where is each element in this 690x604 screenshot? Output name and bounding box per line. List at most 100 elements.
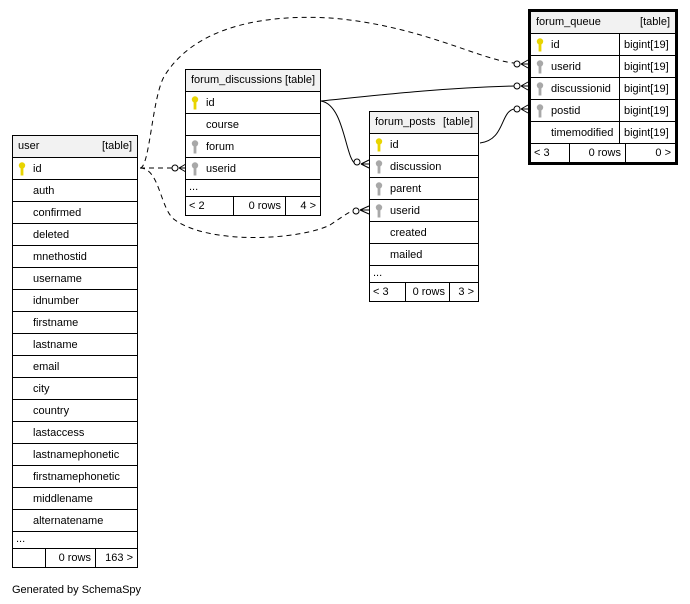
table-name[interactable]: forum_discussions bbox=[191, 74, 283, 86]
rel-discussions-forum-posts bbox=[320, 100, 357, 165]
table-type: [table] bbox=[443, 116, 473, 128]
rel-end-circle bbox=[352, 207, 360, 215]
foreign-key-icon bbox=[375, 204, 383, 218]
column-row[interactable]: firstnamephonetic bbox=[13, 466, 137, 488]
table-type: [table] bbox=[640, 16, 670, 28]
column-row[interactable]: mailed bbox=[370, 244, 478, 266]
column-row[interactable]: firstname bbox=[13, 312, 137, 334]
column-row[interactable]: id bbox=[186, 92, 320, 114]
rel-posts-forum-queue bbox=[479, 108, 515, 144]
column-row[interactable]: deleted bbox=[13, 224, 137, 246]
column-name-cell: firstnamephonetic bbox=[13, 466, 137, 487]
column-row[interactable]: country bbox=[13, 400, 137, 422]
foreign-key-icon bbox=[191, 162, 199, 176]
column-row[interactable]: id bbox=[13, 158, 137, 180]
column-row[interactable]: alternatename bbox=[13, 510, 137, 532]
column-name-cell: confirmed bbox=[13, 202, 137, 223]
column-row[interactable]: idnumber bbox=[13, 290, 137, 312]
column-name-cell: discussionid bbox=[531, 78, 619, 99]
column-row[interactable]: lastnamephonetic bbox=[13, 444, 137, 466]
children-count[interactable]: 3 > bbox=[458, 286, 474, 298]
primary-key-icon bbox=[536, 38, 544, 52]
column-name: lastnamephonetic bbox=[33, 449, 120, 461]
column-name: email bbox=[33, 361, 60, 373]
column-row[interactable]: course bbox=[186, 114, 320, 136]
column-name-cell: email bbox=[13, 356, 137, 377]
column-name-cell: id bbox=[13, 158, 137, 179]
crowfoot bbox=[178, 163, 187, 173]
column-name: confirmed bbox=[33, 207, 82, 219]
parents-count[interactable]: < 3 bbox=[531, 144, 570, 162]
column-name-cell: lastnamephonetic bbox=[13, 444, 137, 465]
table-footer: < 3 0 rows 3 > bbox=[370, 283, 478, 301]
column-row[interactable]: userid bbox=[370, 200, 478, 222]
column-row[interactable]: email bbox=[13, 356, 137, 378]
row-count: 0 rows bbox=[46, 549, 96, 567]
column-row[interactable]: lastname bbox=[13, 334, 137, 356]
column-name: lastname bbox=[33, 339, 78, 351]
crowfoot bbox=[360, 159, 370, 169]
column-name-cell: city bbox=[13, 378, 137, 399]
rel-end-circle bbox=[513, 60, 521, 68]
column-row[interactable]: id bbox=[370, 134, 478, 156]
column-row[interactable]: userid bbox=[186, 158, 320, 180]
table-name[interactable]: forum_posts bbox=[375, 116, 436, 128]
column-row[interactable]: mnethostid bbox=[13, 246, 137, 268]
table-name[interactable]: forum_queue bbox=[536, 16, 601, 28]
column-name: parent bbox=[390, 183, 422, 195]
more-columns: ... bbox=[370, 266, 478, 283]
column-name-cell: userid bbox=[186, 158, 320, 179]
more-columns: ... bbox=[13, 532, 137, 549]
column-name: course bbox=[206, 119, 240, 131]
primary-key-icon bbox=[18, 162, 26, 176]
children-count[interactable]: 4 > bbox=[300, 200, 316, 212]
column-name-cell: middlename bbox=[13, 488, 137, 509]
column-row[interactable]: forum bbox=[186, 136, 320, 158]
column-row[interactable]: confirmed bbox=[13, 202, 137, 224]
column-name: country bbox=[33, 405, 70, 417]
column-row[interactable]: lastaccess bbox=[13, 422, 137, 444]
column-name-cell: id bbox=[186, 92, 320, 113]
column-row[interactable]: city bbox=[13, 378, 137, 400]
column-name-cell: deleted bbox=[13, 224, 137, 245]
column-name-cell: idnumber bbox=[13, 290, 137, 311]
crowfoot bbox=[520, 59, 529, 69]
column-row[interactable]: discussion bbox=[370, 156, 478, 178]
column-name: userid bbox=[390, 205, 420, 217]
column-name: username bbox=[33, 273, 82, 285]
column-row[interactable]: middlename bbox=[13, 488, 137, 510]
row-count: 0 rows bbox=[570, 144, 626, 162]
children-count[interactable]: 163 > bbox=[105, 552, 133, 564]
crowfoot bbox=[359, 205, 370, 215]
parents-count[interactable] bbox=[13, 549, 46, 567]
column-name: lastaccess bbox=[33, 427, 85, 439]
column-row[interactable]: username bbox=[13, 268, 137, 290]
column-name: idnumber bbox=[33, 295, 79, 307]
rel-discussions-forum-queue bbox=[320, 85, 515, 102]
table-footer: 0 rows 163 > bbox=[13, 549, 137, 567]
column-row[interactable]: auth bbox=[13, 180, 137, 202]
children-count[interactable]: 0 > bbox=[655, 147, 671, 159]
table-name[interactable]: user bbox=[18, 140, 40, 152]
column-name-cell: lastname bbox=[13, 334, 137, 355]
column-name: id bbox=[551, 39, 560, 51]
column-name-cell: created bbox=[370, 222, 478, 243]
parents-count[interactable]: < 3 bbox=[370, 283, 406, 301]
column-row[interactable]: created bbox=[370, 222, 478, 244]
parents-count[interactable]: < 2 bbox=[186, 197, 234, 215]
foreign-key-icon bbox=[536, 82, 544, 96]
column-row[interactable]: parent bbox=[370, 178, 478, 200]
column-name: postid bbox=[551, 105, 581, 117]
